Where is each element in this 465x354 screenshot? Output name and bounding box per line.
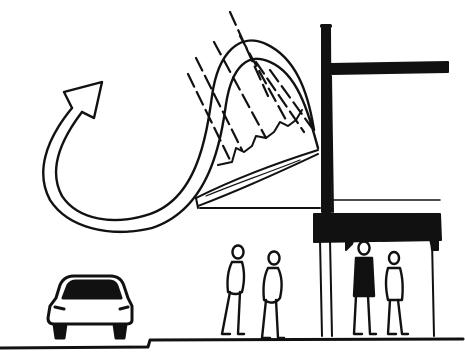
person-3 xyxy=(354,242,376,335)
louvre-teeth xyxy=(218,110,302,165)
person-2 xyxy=(262,252,284,339)
sun-rays xyxy=(188,12,312,160)
airflow-arrow xyxy=(43,41,318,232)
car-icon xyxy=(48,276,132,338)
person-4 xyxy=(386,252,408,334)
ground-line xyxy=(0,339,463,348)
person-1 xyxy=(222,246,244,335)
